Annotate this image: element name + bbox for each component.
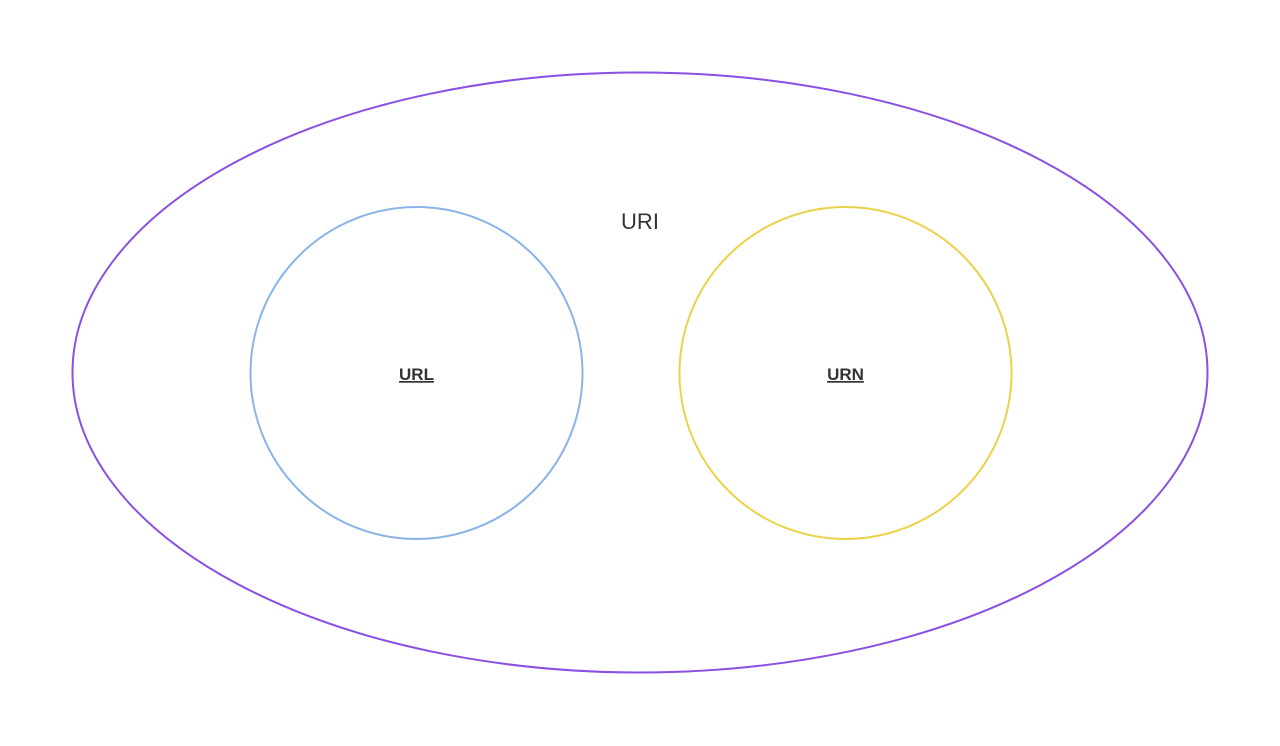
urn-circle[interactable] bbox=[678, 206, 1013, 540]
url-circle[interactable] bbox=[249, 206, 584, 540]
uri-ellipse bbox=[71, 71, 1209, 674]
uri-label: URI bbox=[621, 209, 659, 234]
url-link[interactable]: URL bbox=[399, 365, 434, 384]
urn-link[interactable]: URN bbox=[827, 365, 864, 384]
